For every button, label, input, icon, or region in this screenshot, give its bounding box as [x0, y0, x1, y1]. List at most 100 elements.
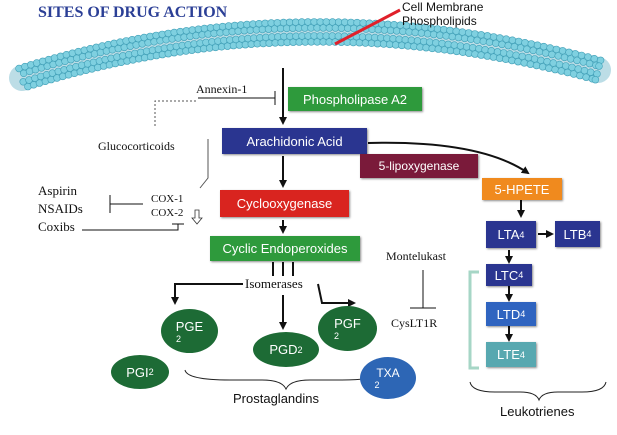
membrane-bead: [477, 31, 485, 39]
membrane-bead: [584, 53, 592, 61]
membrane-bead: [508, 36, 517, 44]
membrane-bead: [413, 37, 422, 45]
membrane-bead: [493, 48, 502, 56]
membrane-bead: [84, 51, 93, 59]
leukotrienes-brace: [469, 381, 607, 402]
ltd4-sub: 4: [520, 309, 526, 319]
membrane-bead: [591, 75, 600, 84]
membrane-bead: [483, 32, 492, 40]
membrane-bead: [389, 34, 397, 43]
isomerases-label: Isomerases: [245, 276, 303, 291]
membrane-bead: [353, 18, 361, 27]
membrane-bead: [533, 41, 542, 49]
pgi2-text: PGI: [126, 364, 149, 380]
arrow-to-pge: [171, 283, 243, 305]
membrane-bead: [530, 55, 539, 63]
membrane-bead: [334, 18, 343, 26]
glucocorticoid-dashed-link: [154, 100, 198, 126]
membrane-pointer: [334, 8, 401, 46]
membrane-bead: [562, 62, 570, 70]
membrane-bead: [150, 38, 158, 46]
membrane-bead: [258, 25, 267, 34]
membrane-bead: [555, 60, 564, 69]
page-title: SITES OF DRUG ACTION: [38, 4, 228, 21]
membrane-bead: [401, 35, 409, 44]
membrane-bead: [496, 34, 504, 42]
annexin-label: Annexin-1: [196, 82, 248, 96]
lta4-sub: 4: [519, 229, 525, 240]
membrane-bead: [458, 28, 467, 36]
lta4-text: LTA: [497, 227, 520, 242]
ltb4-text: LTB: [563, 226, 587, 242]
txa2-text: TXA: [376, 366, 400, 380]
lte4-text: LTE: [497, 347, 520, 362]
membrane-bead: [450, 41, 458, 49]
pgf2-sub: 2: [333, 331, 339, 341]
membrane-bead: [384, 20, 392, 28]
membrane-bead: [558, 47, 567, 55]
membrane-bead: [192, 31, 200, 40]
cyclic-endoperoxides-box: Cyclic Endoperoxides: [210, 236, 360, 261]
membrane-bead: [475, 44, 483, 53]
membrane-bead: [465, 29, 473, 37]
membrane-bead: [432, 39, 440, 47]
membrane-label-line1: Cell Membrane: [402, 0, 484, 14]
membrane-bead: [371, 33, 379, 42]
membrane-bead: [168, 35, 176, 43]
membrane-bead: [347, 18, 355, 27]
ltb4-sub: 4: [586, 229, 592, 239]
membrane-bead: [390, 21, 398, 29]
membrane-bead: [407, 36, 416, 44]
aspirin-label: Aspirin: [38, 183, 77, 198]
receptor-bracket: [468, 270, 479, 370]
membrane-bead: [574, 65, 582, 73]
membrane-bead: [543, 57, 551, 66]
prostaglandins-label: Prostaglandins: [233, 391, 319, 406]
membrane-label-line2: Phospholipids: [402, 14, 477, 28]
cox2-label: COX-2: [151, 207, 184, 219]
triple-lines: [272, 262, 294, 276]
membrane-bead: [334, 32, 342, 40]
membrane-label: Cell Membrane Phospholipids: [402, 0, 483, 28]
cox2-open-arrow-icon: [191, 209, 203, 225]
membrane-bead: [546, 44, 554, 52]
ltc4-text: LTC: [494, 267, 519, 283]
membrane-bead: [527, 40, 535, 48]
membrane-bead: [420, 37, 428, 46]
leukotrienes-label: Leukotrienes: [500, 404, 575, 419]
membrane-bead: [463, 43, 471, 51]
pge2-text: PGE: [175, 318, 204, 334]
membrane-bead: [156, 37, 164, 45]
membrane-bead: [234, 27, 242, 35]
membrane-bead: [96, 48, 105, 57]
membrane-bead: [322, 32, 330, 40]
membrane-bead: [590, 54, 598, 63]
nsaids-label: NSAIDs: [38, 201, 83, 216]
membrane-bead: [571, 50, 579, 58]
membrane-bead: [180, 33, 188, 41]
membrane-bead: [514, 37, 523, 46]
membrane-bead: [426, 38, 434, 46]
membrane: [9, 18, 611, 91]
membrane-bead: [117, 58, 125, 66]
arachidonic-acid-box: Arachidonic Acid: [222, 128, 367, 154]
membrane-bead: [490, 33, 498, 41]
membrane-bead: [365, 33, 373, 41]
membrane-bead: [524, 53, 533, 62]
membrane-bead: [595, 62, 603, 70]
membrane-bead: [216, 29, 224, 37]
membrane-bead: [512, 51, 520, 59]
pgi2-sub: 2: [148, 367, 154, 377]
membrane-bead: [358, 33, 367, 41]
membrane-bead: [298, 32, 306, 40]
cyslt1r-label: CysLT1R: [391, 316, 438, 330]
membrane-bead: [325, 24, 333, 32]
membrane-bead: [270, 25, 279, 33]
membrane-bead: [438, 39, 446, 48]
ltd4-text: LTD: [496, 306, 521, 322]
membrane-bead: [283, 24, 291, 33]
